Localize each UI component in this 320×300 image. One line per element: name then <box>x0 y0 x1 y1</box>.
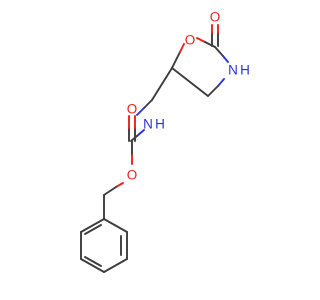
bond-ester-o-ch2-o-side <box>115 182 124 188</box>
molecule-structure: O O N H N H O O <box>80 10 250 273</box>
bond-ring-3 <box>103 258 128 273</box>
carbamate-nitrogen-label: N <box>143 117 153 132</box>
benzene-ring <box>80 194 128 273</box>
ring-nitrogen-label: N <box>228 63 238 78</box>
bond-c5-ring-o <box>171 51 181 69</box>
bond-c2-n3 <box>214 46 224 57</box>
bond-n3-c4-n-side <box>217 78 225 87</box>
bond-ring-inner-2 <box>84 256 102 267</box>
ester-oxygen-label: O <box>127 168 138 183</box>
bond-ring-4 <box>80 258 105 273</box>
bond-ch2-nh-n-side <box>136 107 145 116</box>
bond-ring-inner-3 <box>84 224 102 235</box>
ring-oxygen-label: O <box>185 33 196 48</box>
bond-ch2-nh <box>143 99 153 109</box>
bond-c2-n3-n-side <box>222 55 229 63</box>
bond-nh-carbonyl-c-n-side <box>136 129 145 137</box>
bond-ring-o-c2-o-side <box>196 37 206 43</box>
ring-carbonyl-oxygen-label: O <box>210 10 221 25</box>
bond-ring-o-c2 <box>204 41 216 48</box>
carbamate-nitrogen-hydrogen-label: H <box>155 117 165 132</box>
bond-ring-6 <box>80 218 105 233</box>
ring-nitrogen-hydrogen-label: H <box>240 63 250 78</box>
bond-c5-ch2 <box>151 67 173 101</box>
oxazolidinone-ring: O O N H <box>171 10 250 97</box>
carbamate-linker: N H O O <box>103 67 173 196</box>
bond-ring-1 <box>103 218 128 233</box>
bond-ester-o-ch2 <box>103 186 117 196</box>
bond-n3-c4 <box>207 85 219 97</box>
bond-ring-o-c5-o-side <box>179 43 185 53</box>
carbamate-carbonyl-oxygen-label: O <box>127 102 138 117</box>
bond-c4-c5 <box>171 67 209 97</box>
